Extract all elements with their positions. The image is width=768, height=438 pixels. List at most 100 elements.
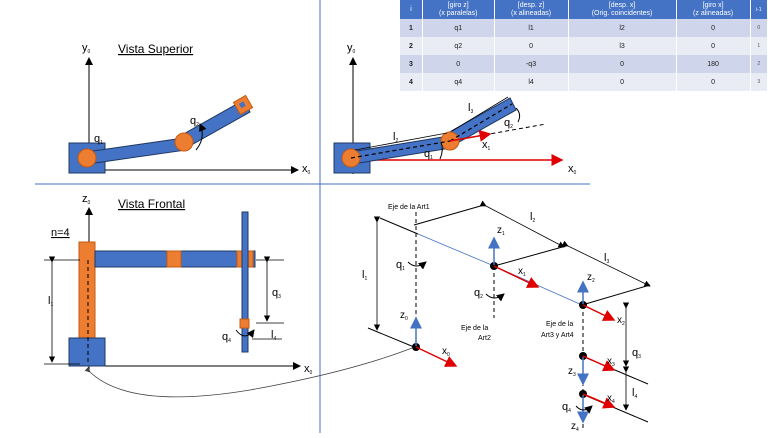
vista-frontal-title: Vista Frontal bbox=[118, 197, 185, 211]
cell-i: 4 bbox=[400, 73, 423, 91]
cell-alpha: 0 bbox=[676, 73, 751, 91]
x3-label: x3 bbox=[607, 356, 615, 368]
q2-rotation-arrow bbox=[195, 123, 207, 151]
header-d: [desp. z] (x alineadas) bbox=[494, 0, 569, 19]
link-mid-edge bbox=[493, 245, 567, 267]
q2-label: q2 bbox=[474, 287, 483, 300]
tool-block bbox=[239, 318, 250, 329]
q4-rotation bbox=[235, 329, 255, 338]
cell-a: 0 bbox=[568, 55, 677, 73]
cell-theta: q2 bbox=[422, 37, 495, 55]
l4-label: l4 bbox=[271, 329, 276, 342]
axis-x0-label: x0 bbox=[302, 163, 311, 176]
cell-i: 2 bbox=[400, 37, 423, 55]
z3-label: z3 bbox=[568, 366, 576, 378]
axis-x1 bbox=[449, 129, 492, 142]
prismatic-rod bbox=[241, 211, 249, 353]
table-row: 2 q2 0 l3 0 1 bbox=[400, 37, 768, 55]
header-alpha: [giro x] (z alineadas) bbox=[676, 0, 751, 19]
column bbox=[78, 241, 96, 343]
axis-x0-label: x0 bbox=[304, 363, 313, 376]
x2-label: x2 bbox=[617, 315, 625, 327]
axis-x0-label: x0 bbox=[568, 163, 577, 176]
dh-parameter-table: i [giro z] (x paralelas) [desp. z] (x al… bbox=[400, 0, 768, 91]
cell-prev: 2 bbox=[750, 55, 768, 73]
table-header-row: i [giro z] (x paralelas) [desp. z] (x al… bbox=[400, 0, 768, 19]
axis-z0-label: z0 bbox=[82, 193, 91, 206]
vista-marcos: l1 l2 l3 Eje de la Art1 Eje de la bbox=[362, 200, 651, 433]
q2-label: q2 bbox=[504, 117, 513, 130]
reference-curve bbox=[84, 347, 413, 398]
q2-rotation bbox=[485, 293, 505, 302]
q1-rotation bbox=[407, 261, 427, 270]
header-a: [desp. x] (Orig. coincidentes) bbox=[568, 0, 677, 19]
cell-prev: 3 bbox=[750, 73, 768, 91]
link-top-blue bbox=[417, 233, 495, 267]
cell-prev: 0 bbox=[750, 19, 768, 37]
q3-label: q3 bbox=[632, 347, 641, 360]
l1-label: l1 bbox=[362, 269, 367, 282]
z0-label: z0 bbox=[400, 310, 408, 322]
q3-label: q3 bbox=[272, 287, 281, 300]
header-theta: [giro z] (x paralelas) bbox=[422, 0, 495, 19]
z2-label: z2 bbox=[587, 272, 595, 284]
q1-label: q1 bbox=[424, 148, 433, 161]
table-row: 1 q1 l1 l2 0 0 bbox=[400, 19, 768, 37]
l3-label: l3 bbox=[468, 102, 473, 115]
l4-label: l4 bbox=[632, 387, 637, 400]
header-prev: i-1 bbox=[750, 0, 768, 19]
cell-a: l2 bbox=[568, 19, 677, 37]
cell-alpha: 0 bbox=[676, 19, 751, 37]
eje-art34-label-2: Art3 y Art4 bbox=[541, 332, 574, 339]
cell-d: l4 bbox=[494, 73, 569, 91]
x1-label: x1 bbox=[482, 139, 491, 152]
x1-label: x1 bbox=[518, 266, 526, 278]
x4-axis bbox=[582, 393, 616, 409]
q2-label: q2 bbox=[190, 115, 199, 128]
q4-rotation bbox=[575, 405, 593, 414]
cell-prev: 1 bbox=[750, 37, 768, 55]
n-label: n=4 bbox=[51, 227, 70, 239]
link-top-left bbox=[379, 217, 419, 235]
z4-label: z4 bbox=[571, 421, 579, 433]
cell-theta: q4 bbox=[422, 73, 495, 91]
vista-geometria: y0 x0 l2 l3 q1 q2 x1 bbox=[333, 42, 577, 176]
l2-label: l2 bbox=[530, 211, 535, 224]
cell-a: 0 bbox=[568, 73, 677, 91]
axis-y0-label: y0 bbox=[82, 42, 91, 55]
vista-superior-title: Vista Superior bbox=[118, 42, 193, 56]
table-row: 4 q4 l4 0 0 3 bbox=[400, 73, 768, 91]
x4-label: x4 bbox=[607, 393, 615, 405]
eje-art1-label: Eje de la Art1 bbox=[388, 204, 430, 211]
cell-d: 0 bbox=[494, 37, 569, 55]
cell-alpha: 0 bbox=[676, 37, 751, 55]
end-effector-inner bbox=[238, 101, 246, 109]
vista-frontal: z0 x0 Vista Frontal n=4 l1 q3 l4 q4 bbox=[44, 193, 413, 398]
link-bottom-left bbox=[367, 327, 415, 348]
dashed-l3 bbox=[449, 103, 513, 142]
x3-axis bbox=[582, 355, 616, 372]
l2-dimension bbox=[479, 200, 565, 248]
link-right-edge bbox=[581, 284, 651, 306]
header-i: i bbox=[400, 0, 423, 19]
cell-alpha: 180 bbox=[676, 55, 751, 73]
cell-i: 3 bbox=[400, 55, 423, 73]
vista-superior: y0 x0 Vista Superior q1 q2 bbox=[68, 42, 311, 176]
eje-art2-label-1: Eje de la bbox=[461, 325, 488, 332]
q2-arc bbox=[515, 107, 521, 123]
joint-mid bbox=[166, 250, 182, 268]
axis-y0-label: y0 bbox=[347, 42, 356, 55]
base-block bbox=[68, 337, 106, 367]
eje-art2-label-2: Art2 bbox=[478, 335, 491, 342]
link-upper-edge bbox=[413, 204, 485, 226]
dashed-l2 bbox=[350, 140, 451, 159]
x0-label: x0 bbox=[442, 346, 450, 358]
cell-theta: 0 bbox=[422, 55, 495, 73]
q1-label: q1 bbox=[94, 133, 103, 146]
z1-label: z1 bbox=[497, 225, 505, 237]
joint-1 bbox=[77, 148, 97, 168]
cell-theta: q1 bbox=[422, 19, 495, 37]
x0-axis bbox=[415, 346, 458, 367]
